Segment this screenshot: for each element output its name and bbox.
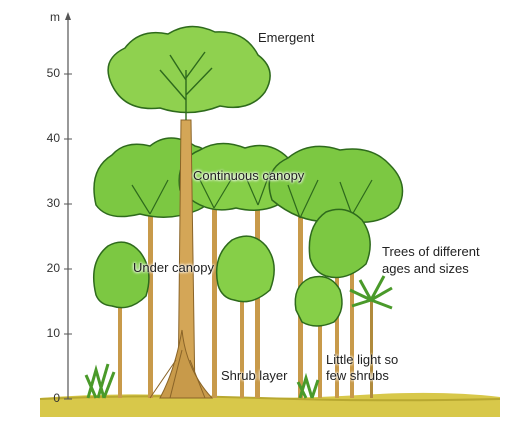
axis-tick-0: 0 (34, 391, 60, 405)
axis-tick-30: 30 (34, 196, 60, 210)
axis-tick-40: 40 (34, 131, 60, 145)
label-trees-line2: ages and sizes (382, 261, 469, 276)
label-emergent: Emergent (258, 30, 314, 45)
label-shrub-layer: Shrub layer (221, 368, 287, 383)
axis-tick-50: 50 (34, 66, 60, 80)
label-trees-line1: Trees of different (382, 244, 480, 259)
label-under-canopy: Under canopy (133, 260, 214, 275)
height-axis (64, 12, 72, 399)
axis-tick-20: 20 (34, 261, 60, 275)
axis-tick-10: 10 (34, 326, 60, 340)
label-continuous-canopy: Continuous canopy (193, 168, 304, 183)
label-little-light-line1: Little light so (326, 352, 398, 367)
label-little-light-line2: few shrubs (326, 368, 389, 383)
axis-unit-label: m (34, 10, 60, 24)
